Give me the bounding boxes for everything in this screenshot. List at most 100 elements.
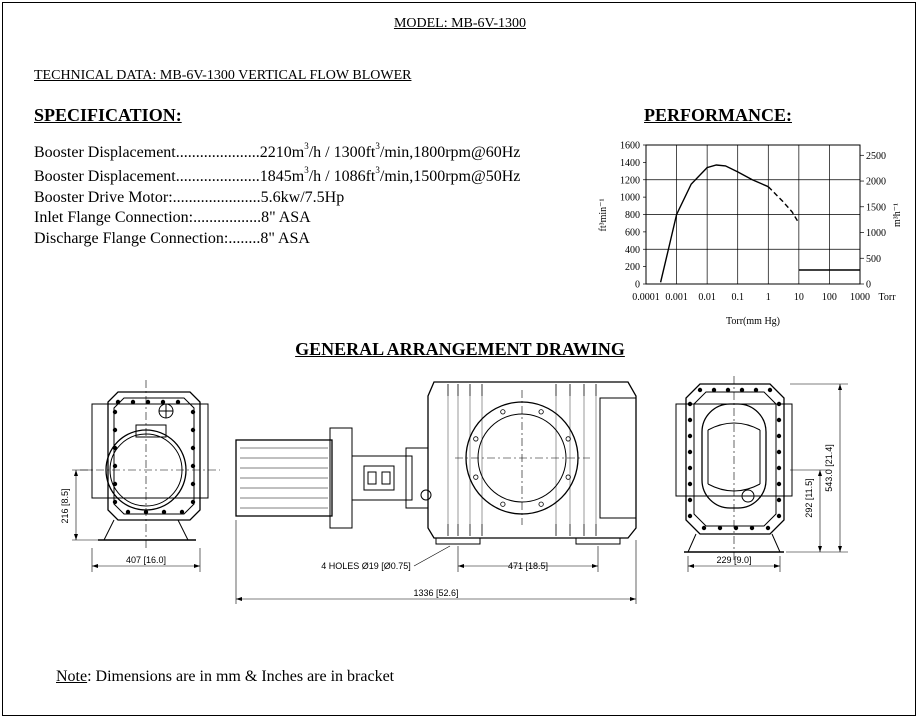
bolt [765,525,771,531]
bolt [733,525,739,531]
dim-407-label: 407 [16.0] [126,555,166,565]
y-left-tick-label: 0 [635,280,640,291]
center-view [235,381,637,545]
left-mount-plate [91,403,209,499]
y-right-tick-label: 0 [866,280,871,291]
blower-plug [420,489,432,501]
flange-bolt [473,474,479,480]
flange-bolt [538,501,544,507]
right-drain-plug [741,489,755,503]
motor-fins [240,447,328,509]
y-left-tick-label: 1000 [620,193,640,204]
bolt [725,387,731,393]
dim-543-label: 543.0 [21.4] [824,444,834,492]
coupling-key-right [381,471,391,485]
x-tick-label: 100 [822,292,837,303]
left-coupling-box [135,424,167,438]
dim-1336-label: 1336 [52.6] [413,588,458,598]
model-title: MODEL: MB-6V-1300 [393,16,527,31]
motor-flange [329,427,353,529]
bolt [190,409,196,415]
bolt [175,399,181,405]
note: Note: Dimensions are in mm & Inches are … [56,668,395,685]
blower-side-cover [599,397,637,519]
bolt [115,399,121,405]
dimension-arrows [74,384,842,601]
spec-row-discharge: Discharge Flange Connection:........8" A… [34,230,310,247]
x-tick-label: 1000 [850,292,870,303]
flange-bolt [500,409,506,415]
motor-body [235,439,333,517]
left-foot-pad [435,537,481,545]
bolt [701,525,707,531]
x-tick-label: 1 [766,292,771,303]
bolt [687,449,693,455]
spec-row-inlet: Inlet Flange Connection:................… [34,209,311,226]
flange-bolt [538,409,544,415]
spec-row-motor: Booster Drive Motor:....................… [34,189,345,206]
dim-471-label: 471 [18.5] [508,561,548,571]
holes-label: 4 HOLES Ø19 [Ø0.75] [321,561,411,571]
x-axis-unit-torr: Torr [878,292,896,303]
dim-292-label: 292 [11.5] [804,478,814,517]
performance-curve [659,164,769,283]
right-housing [685,383,785,535]
bolt [179,509,185,515]
bolt [112,499,118,505]
y-left-tick-label: 200 [625,262,640,273]
y-right-tick-label: 1500 [866,202,886,213]
y-right-tick-label: 2000 [866,177,886,188]
bolt [717,525,723,531]
bolt [776,433,782,439]
bolt [190,445,196,451]
bolt [143,509,149,515]
bolt [125,509,131,515]
coupling-key-left [367,471,377,485]
bolt [190,463,196,469]
coupling-housing [351,455,413,501]
bolt [776,401,782,407]
bolt [112,427,118,433]
y-right-tick-label: 500 [866,254,881,265]
holes-leader [413,545,451,567]
y-left-tick-label: 400 [625,245,640,256]
bolt [190,427,196,433]
flange-bolt [473,436,479,442]
flange-bolt [500,501,506,507]
bolt [687,497,693,503]
y-axis-right-label: m³h⁻¹ [892,203,903,227]
bolt [776,465,782,471]
right-cavity-top [707,422,761,431]
flange-bolt [565,474,571,480]
x-tick-label: 0.01 [698,292,716,303]
bolt [711,387,717,393]
bolt [130,399,136,405]
y-right-tick-label: 2500 [866,151,886,162]
bolt [776,513,782,519]
bolt [112,445,118,451]
ga-title: GENERAL ARRANGEMENT DRAWING [295,339,625,359]
bolt [687,433,693,439]
left-housing-inner [113,397,195,515]
specification-title: SPECIFICATION: [34,105,182,125]
bolt [687,417,693,423]
blower-ribs [447,384,597,536]
right-foot-pad [575,537,621,545]
left-end-view [80,380,220,550]
right-mount-plate [675,403,793,497]
bolt [145,399,151,405]
dim-229-label: 229 [9.0] [716,555,751,565]
technical-data-heading: TECHNICAL DATA: MB-6V-1300 VERTICAL FLOW… [34,68,412,83]
bolt [190,499,196,505]
blower-body [427,381,637,539]
bolt [160,399,166,405]
y-left-tick-label: 1200 [620,175,640,186]
bolt [776,417,782,423]
bolt [161,509,167,515]
inlet-flange-bolts [473,409,571,507]
performance-title: PERFORMANCE: [644,105,792,125]
flange-bolt [565,436,571,442]
spec-row-displacement-60hz: Booster Displacement....................… [34,141,521,161]
right-housing-bolts [687,387,782,531]
